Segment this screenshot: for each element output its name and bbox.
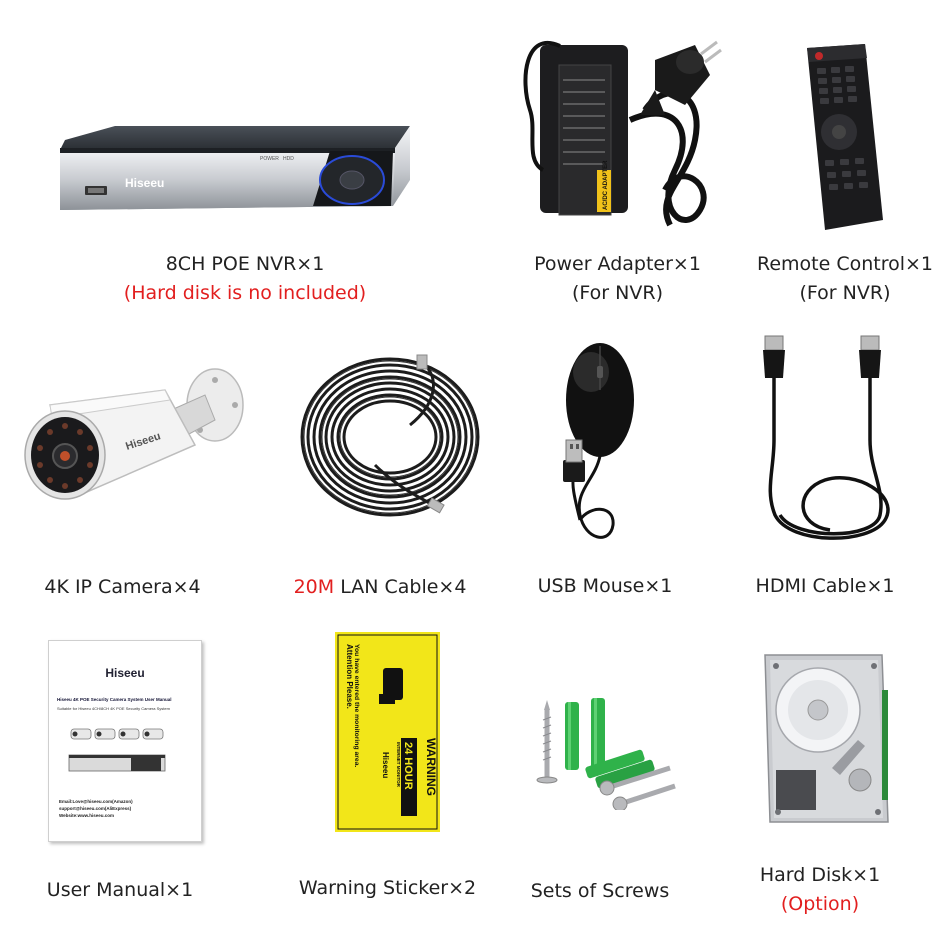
manual-contact-1: Email:Love@hiseeu.com(Amazon)	[59, 799, 133, 804]
lan-cable-caption-rest: LAN Cable×4	[334, 576, 467, 598]
hard-disk-caption-note: (Option)	[780, 893, 860, 915]
user-manual-image: Hiseeu Hiseeu 4K POE Security Camera Sys…	[48, 640, 202, 842]
camera-caption: 4K IP Camera×4	[44, 576, 201, 598]
lan-cable-caption: 20M LAN Cable×4	[265, 573, 495, 602]
nvr-panel-label-power: POWER	[260, 156, 279, 162]
screws-item: Sets of Screws	[525, 680, 685, 912]
user-manual-caption: User Manual×1	[46, 879, 194, 901]
hard-disk-item: Hard Disk×1 (Option)	[740, 650, 940, 920]
hard-disk-caption: Hard Disk×1 (Option)	[740, 861, 900, 919]
manual-subtitle: Suitable for Hiseeu 4CH/8CH 4K POE Secur…	[57, 706, 170, 711]
warning-sticker-item: Attention Please. You have entered the m…	[290, 632, 490, 910]
warning-sticker-caption: Warning Sticker×2	[298, 877, 477, 899]
camera-item: Hiseeu 4K IP Camera×4	[10, 360, 250, 605]
usb-mouse-caption: USB Mouse×1	[537, 575, 673, 597]
lan-cable-item: 20M LAN Cable×4	[265, 345, 495, 605]
lan-cable-image	[300, 354, 480, 517]
remote-caption-line2: (For NVR)	[799, 282, 891, 304]
nvr-caption: 8CH POE NVR×1 (Hard disk is no included)	[55, 250, 435, 308]
sticker-brand-text: Hiseeu	[381, 752, 390, 778]
warning-sticker-image: Attention Please. You have entered the m…	[335, 632, 440, 832]
screws-image	[536, 698, 676, 810]
nvr-brand-text: Hiseeu	[125, 176, 164, 190]
remote-image	[807, 44, 883, 230]
manual-brand: Hiseeu	[105, 666, 145, 680]
screws-caption: Sets of Screws	[530, 880, 670, 902]
nvr-caption-line1: 8CH POE NVR×1	[165, 253, 325, 275]
power-adapter-item: AC/DC ADAPTER Power Adapter×1 (For NVR)	[505, 20, 730, 310]
nvr-item: Hiseeu POWER HDD 8CH POE NVR×1 (Hard dis…	[55, 118, 435, 308]
sticker-warning-text: WARNING	[424, 738, 438, 796]
camera-image: Hiseeu	[24, 368, 244, 500]
usb-mouse-image	[563, 343, 634, 539]
hard-disk-caption-line1: Hard Disk×1	[759, 864, 881, 886]
power-adapter-caption-line2: (For NVR)	[572, 282, 663, 304]
nvr-image: Hiseeu POWER HDD	[60, 126, 410, 210]
sticker-entered-text: You have entered the monitoring area.	[353, 644, 360, 767]
hdmi-cable-image	[763, 335, 890, 540]
remote-caption: Remote Control×1 (For NVR)	[745, 250, 945, 308]
manual-contact-2: support@hiseeu.com(AliExpress)	[59, 806, 132, 811]
remote-item: Remote Control×1 (For NVR)	[745, 40, 945, 310]
manual-cover-illustration	[68, 728, 166, 772]
power-adapter-caption-line1: Power Adapter×1	[534, 253, 701, 275]
lan-cable-length: 20M	[293, 576, 335, 598]
remote-caption-line1: Remote Control×1	[756, 253, 934, 275]
manual-title: Hiseeu 4K POE Security Camera System Use…	[57, 697, 172, 702]
hdmi-cable-caption: HDMI Cable×1	[755, 575, 895, 597]
sticker-24hour-text: 24 HOUR	[402, 742, 414, 790]
nvr-caption-note: (Hard disk is no included)	[123, 282, 367, 304]
hard-disk-image	[764, 654, 889, 823]
hdmi-cable-item: HDMI Cable×1	[735, 330, 930, 605]
power-adapter-image: AC/DC ADAPTER	[523, 40, 722, 227]
sticker-attention-text: Attention Please.	[345, 644, 354, 709]
usb-mouse-item: USB Mouse×1	[525, 340, 700, 605]
power-adapter-caption: Power Adapter×1 (For NVR)	[505, 250, 730, 308]
adapter-label-text: AC/DC ADAPTER	[603, 160, 609, 210]
manual-contact-3: Website:www.hiseeu.com	[59, 813, 115, 818]
user-manual-item: Hiseeu Hiseeu 4K POE Security Camera Sys…	[35, 640, 225, 910]
nvr-panel-label-hdd: HDD	[283, 156, 294, 162]
sticker-monitor-text: INTERNET MONITOR	[396, 742, 401, 788]
